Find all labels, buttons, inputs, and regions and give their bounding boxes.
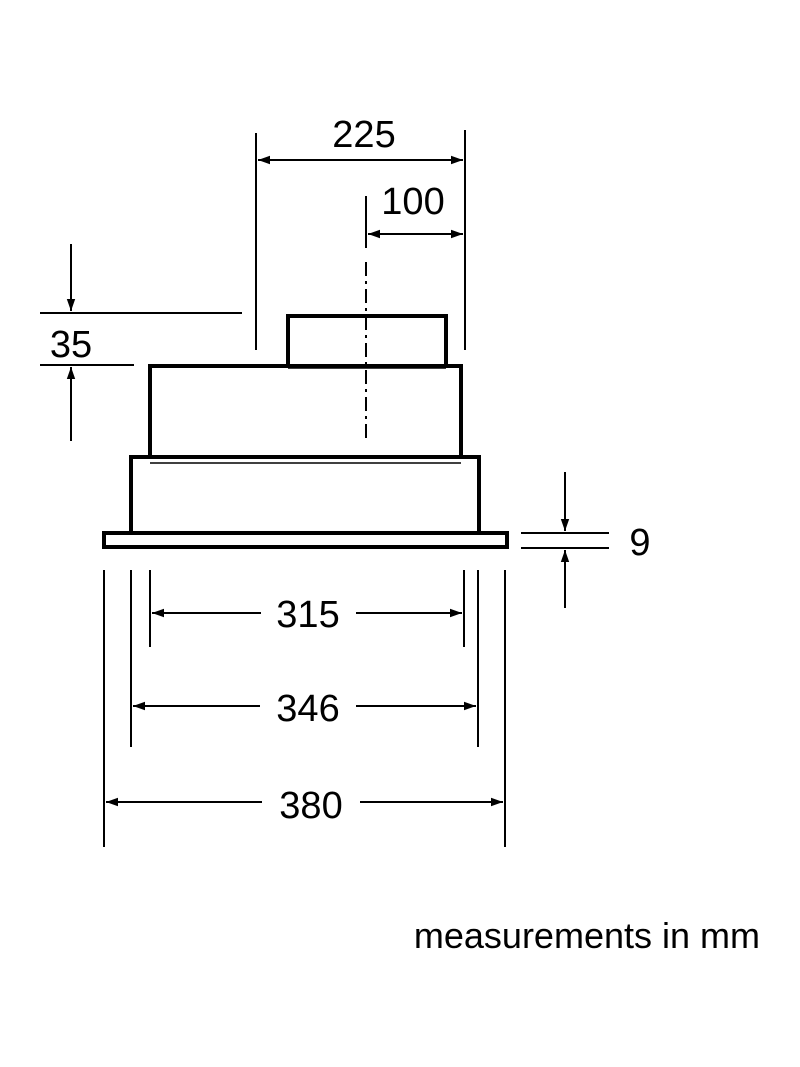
appliance-outline [102,314,509,549]
dimension-315: 315 [152,594,462,636]
dimension-346: 346 [133,688,476,730]
upper-housing [148,364,463,456]
dimension-label-380: 380 [279,785,342,827]
dimension-225: 225 [258,114,463,165]
dimension-label-9: 9 [629,522,650,564]
dimension-label-315: 315 [276,594,339,636]
bottom-flange [102,531,509,549]
extension-lines [40,130,609,847]
units-note: measurements in mm [414,915,760,956]
dimension-35: 35 [50,244,92,441]
dimension-label-35: 35 [50,324,92,366]
lower-housing [129,455,481,533]
dimension-label-346: 346 [276,688,339,730]
dimension-9: 9 [560,472,651,608]
dimension-380: 380 [106,785,503,827]
dimension-label-225: 225 [332,114,395,156]
dimension-100: 100 [368,181,463,239]
dimension-label-100: 100 [381,181,444,223]
